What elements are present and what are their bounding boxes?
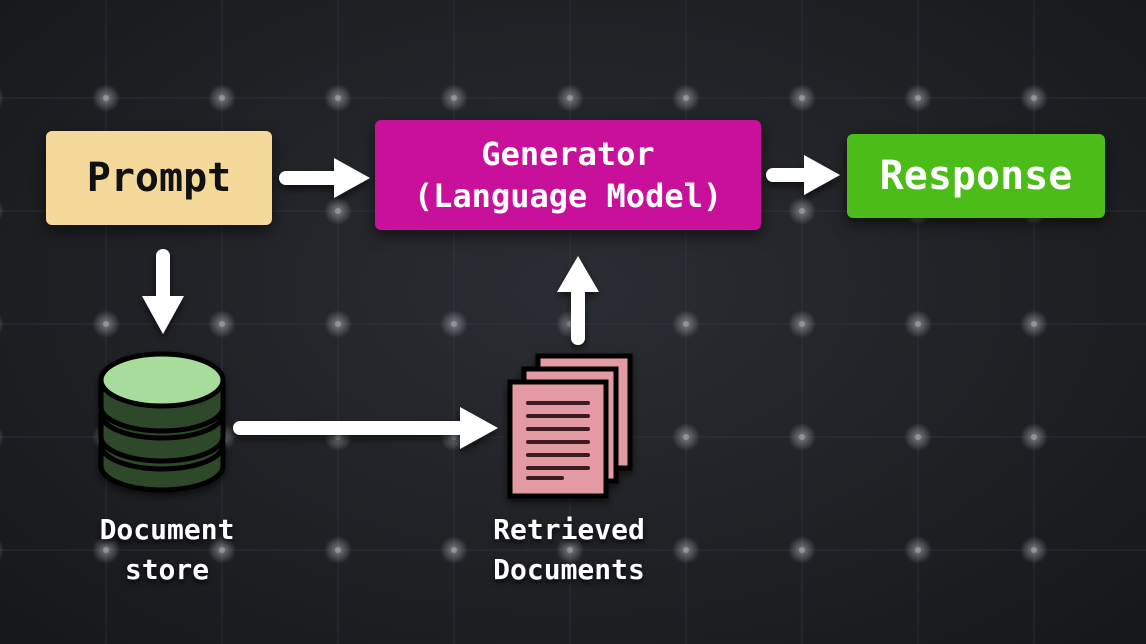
prompt-box: Prompt <box>46 131 272 225</box>
response-box: Response <box>847 134 1105 218</box>
prompt-label: Prompt <box>86 155 232 201</box>
arrow-prompt-to-generator <box>279 158 370 198</box>
document-store-label: Document store <box>62 510 272 590</box>
retrieved-documents-label: Retrieved Documents <box>450 510 688 590</box>
generator-box: Generator (Language Model) <box>375 120 761 230</box>
retrieved-documents-label-line1: Retrieved <box>493 513 645 546</box>
database-icon <box>98 351 226 493</box>
generator-label-line2: (Language Model) <box>413 177 723 215</box>
document-store-label-line2: store <box>124 553 210 586</box>
arrow-store-to-retrieved <box>233 407 498 449</box>
response-label: Response <box>879 153 1073 199</box>
arrow-prompt-to-document-store <box>142 249 184 334</box>
generator-label-line1: Generator <box>481 135 655 173</box>
arrow-retrieved-to-generator <box>557 256 599 345</box>
documents-icon <box>507 353 633 499</box>
document-store-label-line1: Document <box>99 513 235 546</box>
arrow-generator-to-response <box>766 155 840 195</box>
retrieved-documents-label-line2: Documents <box>493 553 645 586</box>
